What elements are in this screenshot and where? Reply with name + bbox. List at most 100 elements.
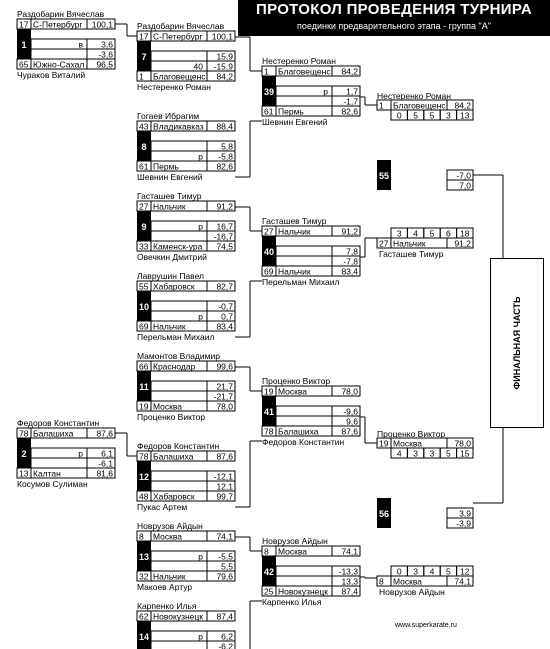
final-stage-label: ФИНАЛЬНАЯ ЧАСТЬ (512, 296, 522, 390)
bout-39-top-seed: 1 (264, 67, 269, 77)
bout-10-bottom-row (136, 320, 236, 332)
bout-41-diff-value: -9,6 (343, 407, 358, 417)
bout-14-diff-value: -6,2 (218, 642, 233, 649)
bout-10-bottom-team: Нальчик (153, 322, 186, 332)
bout-10-bottom-score: 83,4 (216, 322, 233, 332)
bout-10-bottom-seed: 69 (139, 322, 149, 332)
semi-56-bottom-cell-value: 3 (413, 567, 418, 577)
semi-56-top-cell-value: 3 (430, 449, 435, 459)
bout-11-diff-value: -21,7 (214, 392, 234, 402)
bout-1-number: 1 (21, 40, 26, 50)
bout-12-number: 12 (139, 472, 149, 482)
semi-56-number: 56 (379, 509, 389, 519)
semi-55-number-box (377, 160, 391, 190)
semi-55-bottom-cell-value: 6 (446, 229, 451, 239)
bout-1-bottom-score: 96,5 (96, 60, 113, 70)
bout-14-number-box (137, 621, 151, 649)
bout-11-top-score: 99,6 (216, 362, 233, 372)
bout-39-top-score: 84,2 (341, 67, 358, 77)
bout-8-diff-flag: р (198, 152, 203, 162)
bout-39-bottom-score: 82,6 (341, 107, 358, 117)
semi-56-top-score: 78,0 (454, 439, 471, 449)
bout-12-bottom-name: Пукас Артем (137, 502, 187, 512)
bout-7-bottom-name: Нестеренко Роман (137, 82, 211, 92)
bout-8-bottom-name: Шевнин Евгений (137, 172, 203, 182)
bout-10-number: 10 (139, 302, 149, 312)
bout-1-bottom-team: Южно-Сахал (33, 60, 84, 70)
semi-55-bottom-score: 91,2 (454, 239, 471, 249)
bout-42-top-team: Москва (278, 547, 307, 557)
website-link[interactable]: www.superkarate.ru (395, 622, 457, 629)
bout-8-bottom-team: Пермь (153, 162, 179, 172)
bout-42-bottom-name: Карпенко Илья (262, 597, 322, 607)
bout-9-diff-flag: р (198, 222, 203, 232)
title-banner: ПРОТОКОЛ ПРОВЕДЕНИЯ ТУРНИРА поединки пре… (238, 0, 550, 36)
bout-41-top-seed: 19 (264, 387, 274, 397)
semi-56-top-cell-value: 4 (397, 449, 402, 459)
bout-40-bottom-team: Нальчик (278, 267, 311, 277)
bout-1-bottom-row (16, 58, 116, 70)
bout-7-bottom-seed: 1 (139, 72, 144, 82)
bout-40-number-box (262, 236, 276, 266)
bout-13-bottom-row (136, 570, 236, 582)
bout-11-bottom-row (136, 400, 236, 412)
bout-39-bottom-row (261, 105, 361, 117)
bout-7-top-team: С-Петербург (153, 32, 202, 42)
bout-41-number-box (262, 396, 276, 426)
bout-42-bottom-row (261, 585, 361, 597)
bout-14-top-name: Карпенко Илья (137, 601, 197, 611)
bout-2-bottom-row (16, 467, 116, 479)
bout-7-diff-value: 15,9 (216, 52, 233, 62)
bout-39-number-box (262, 76, 276, 106)
bout-9-bottom-team: Каменск-ура (153, 242, 203, 252)
bout-9-bottom-row (136, 240, 236, 252)
bout-39-bottom-team: Пермь (278, 107, 304, 117)
bout-10-top-name: Лаврушин Павел (137, 271, 204, 281)
bout-40-bottom-score: 83,4 (341, 267, 358, 277)
bout-39-number: 39 (264, 87, 274, 97)
semi-55-top-cell-value: 0 (397, 111, 402, 121)
bout-1-diff-value: 3,6 (101, 40, 113, 50)
semi-55-bottom-cell-value: 5 (430, 229, 435, 239)
bout-10-number-box (137, 291, 151, 321)
bout-2-bottom-team: Калтан (33, 469, 61, 479)
bout-39-diff-flag: р (323, 87, 328, 97)
bout-12-bottom-row (136, 490, 236, 502)
bout-2-number: 2 (21, 449, 26, 459)
bout-1-top-name: Раздобарин Вячеслав (17, 9, 105, 19)
semi-56-diff-value: -3,9 (456, 519, 471, 529)
semi-55-diff-value: -7,0 (456, 171, 471, 181)
bout-41-bottom-name: Федоров Константин (262, 437, 345, 447)
bout-9-bottom-score: 74,5 (216, 242, 233, 252)
bout-10-top-score: 82,7 (216, 282, 233, 292)
bout-2-diff-value: -6,1 (98, 459, 113, 469)
bout-10-bottom-name: Перельман Михаил (137, 332, 214, 342)
bout-11-top-seed: 66 (139, 362, 149, 372)
bout-7-bottom-score: 84,2 (216, 72, 233, 82)
bout-2-diff-flag: р (78, 449, 83, 459)
bout-1-bottom-seed: 65 (19, 60, 29, 70)
bout-8-bottom-score: 82,6 (216, 162, 233, 172)
bout-9-diff-value: 16,7 (216, 222, 233, 232)
bout-2-top-seed: 78 (19, 429, 29, 439)
bout-9-bottom-name: Овечкин Дмитрий (137, 252, 207, 262)
bout-13-diff-flag: р (198, 552, 203, 562)
bout-2-top-name: Федоров Константин (17, 418, 100, 428)
bout-14-number: 14 (139, 632, 149, 642)
bout-1-diff-value: -3,6 (98, 50, 113, 60)
semi-56-bottom-cell-value: 4 (430, 567, 435, 577)
bout-41-bottom-score: 87,6 (341, 427, 358, 437)
page-title: ПРОТОКОЛ ПРОВЕДЕНИЯ ТУРНИРА (256, 1, 532, 18)
bout-8-top-team: Владикавказ (153, 122, 204, 132)
semi-56-bottom-team: Москва (393, 577, 422, 587)
semi-55-diff-row (446, 179, 474, 191)
bout-13-number-box (137, 541, 151, 571)
bout-8-diff-value: 5,8 (221, 142, 233, 152)
bout-1-number-box (17, 29, 31, 59)
bout-42-diff-value: -13,3 (339, 567, 359, 577)
bout-7-number: 7 (141, 52, 146, 62)
bout-13-number: 13 (139, 552, 149, 562)
bout-14-diff-value: 6,2 (221, 632, 233, 642)
bout-11-number-box (137, 371, 151, 401)
